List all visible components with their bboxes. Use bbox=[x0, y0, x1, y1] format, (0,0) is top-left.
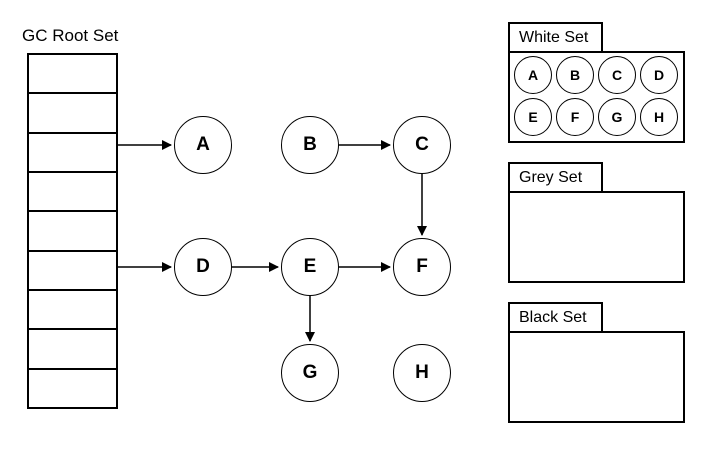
black-set-label: Black Set bbox=[519, 308, 587, 326]
set-member-circle-D: D bbox=[640, 56, 678, 94]
root-set-cell bbox=[29, 55, 116, 92]
graph-node-G: G bbox=[281, 344, 339, 402]
gc-root-set-table bbox=[27, 53, 118, 409]
graph-node-H: H bbox=[393, 344, 451, 402]
white-set-label: White Set bbox=[519, 28, 589, 46]
root-set-cell bbox=[29, 288, 116, 328]
graph-node-D: D bbox=[174, 238, 232, 296]
black-set-folder: Black Set bbox=[508, 302, 685, 423]
grey-set-folder: Grey Set bbox=[508, 162, 685, 283]
grey-set-label: Grey Set bbox=[519, 168, 583, 186]
gc-root-set-label: GC Root Set bbox=[22, 26, 119, 45]
grey-set-body bbox=[508, 191, 685, 283]
graph-node-B: B bbox=[281, 116, 339, 174]
grey-set-tab: Grey Set bbox=[508, 162, 603, 193]
root-set-cell bbox=[29, 92, 116, 131]
root-set-cell bbox=[29, 170, 116, 210]
set-member-circle-B: B bbox=[556, 56, 594, 94]
root-set-cell bbox=[29, 210, 116, 249]
graph-node-C: C bbox=[393, 116, 451, 174]
white-set-tab: White Set bbox=[508, 22, 603, 53]
graph-node-E: E bbox=[281, 238, 339, 296]
black-set-tab: Black Set bbox=[508, 302, 603, 333]
root-set-cell bbox=[29, 249, 116, 289]
set-member-circle-E: E bbox=[514, 98, 552, 136]
black-set-body bbox=[508, 331, 685, 423]
graph-node-F: F bbox=[393, 238, 451, 296]
set-member-circle-F: F bbox=[556, 98, 594, 136]
root-set-cell bbox=[29, 131, 116, 171]
root-set-cell bbox=[29, 367, 116, 407]
set-member-circle-H: H bbox=[640, 98, 678, 136]
set-member-circle-G: G bbox=[598, 98, 636, 136]
graph-node-A: A bbox=[174, 116, 232, 174]
set-member-circle-C: C bbox=[598, 56, 636, 94]
set-member-circle-A: A bbox=[514, 56, 552, 94]
root-set-cell bbox=[29, 328, 116, 367]
